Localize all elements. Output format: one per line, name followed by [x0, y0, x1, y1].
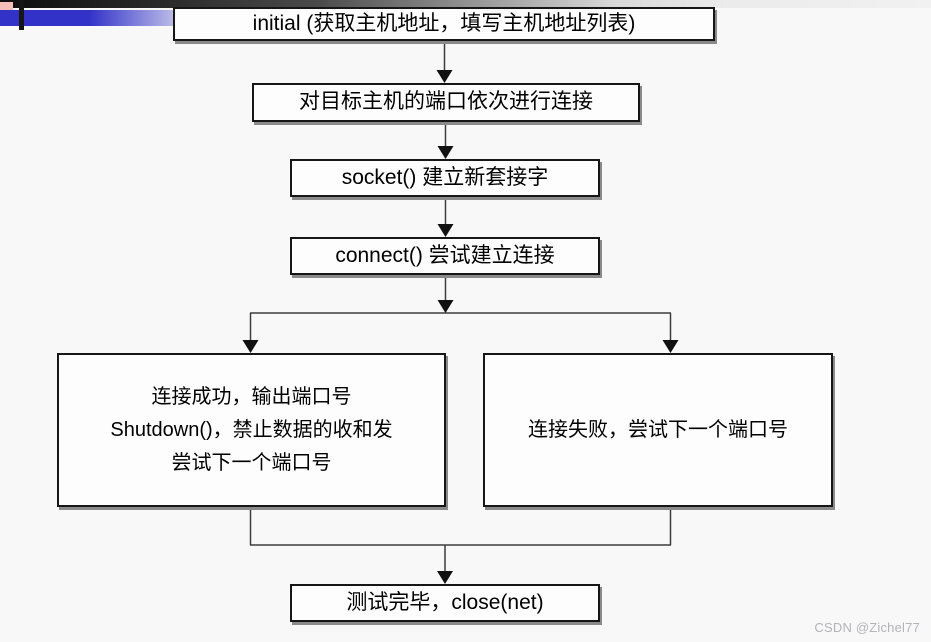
flow-node-failure: 连接失败，尝试下一个端口号	[483, 353, 833, 507]
csdn-watermark: CSDN @Zichel77	[814, 620, 920, 635]
flow-node-initial-label: initial (获取主机地址，填写主机地址列表)	[252, 11, 636, 35]
flow-node-success-line3: 尝试下一个端口号	[171, 451, 332, 474]
arrowhead-ports	[436, 70, 453, 83]
blue-accent-bar	[0, 10, 212, 26]
flow-node-success-line2: Shutdown()，禁止数据的收和发	[110, 418, 393, 441]
top-gradient-bar	[0, 0, 931, 8]
flow-node-success-line1: 连接成功，输出端口号	[151, 385, 352, 408]
arrowhead-success	[242, 340, 259, 353]
flow-node-success: 连接成功，输出端口号 Shutdown()，禁止数据的收和发 尝试下一个端口号	[57, 353, 446, 507]
arrowhead-failure	[662, 340, 679, 353]
flow-node-socket-label: socket() 建立新套接字	[341, 165, 549, 189]
pink-accent-square	[0, 2, 13, 11]
flow-node-socket: socket() 建立新套接字	[290, 159, 600, 197]
flow-node-ports: 对目标主机的端口依次进行连接	[252, 83, 640, 122]
arrowhead-socket	[437, 146, 454, 159]
flow-node-done: 测试完毕，close(net)	[290, 584, 600, 622]
flow-node-initial: initial (获取主机地址，填写主机地址列表)	[173, 7, 715, 41]
flow-node-failure-label: 连接失败，尝试下一个端口号	[528, 418, 788, 441]
arrowhead-done	[437, 571, 453, 584]
arrowhead-split	[437, 300, 454, 313]
black-accent-tick	[19, 0, 24, 30]
flow-node-connect-label: connect() 尝试建立连接	[335, 243, 555, 267]
arrowhead-connect	[437, 224, 454, 237]
flow-node-connect: connect() 尝试建立连接	[290, 237, 600, 275]
flow-node-done-label: 测试完毕，close(net)	[346, 590, 544, 614]
flow-node-ports-label: 对目标主机的端口依次进行连接	[299, 90, 593, 114]
